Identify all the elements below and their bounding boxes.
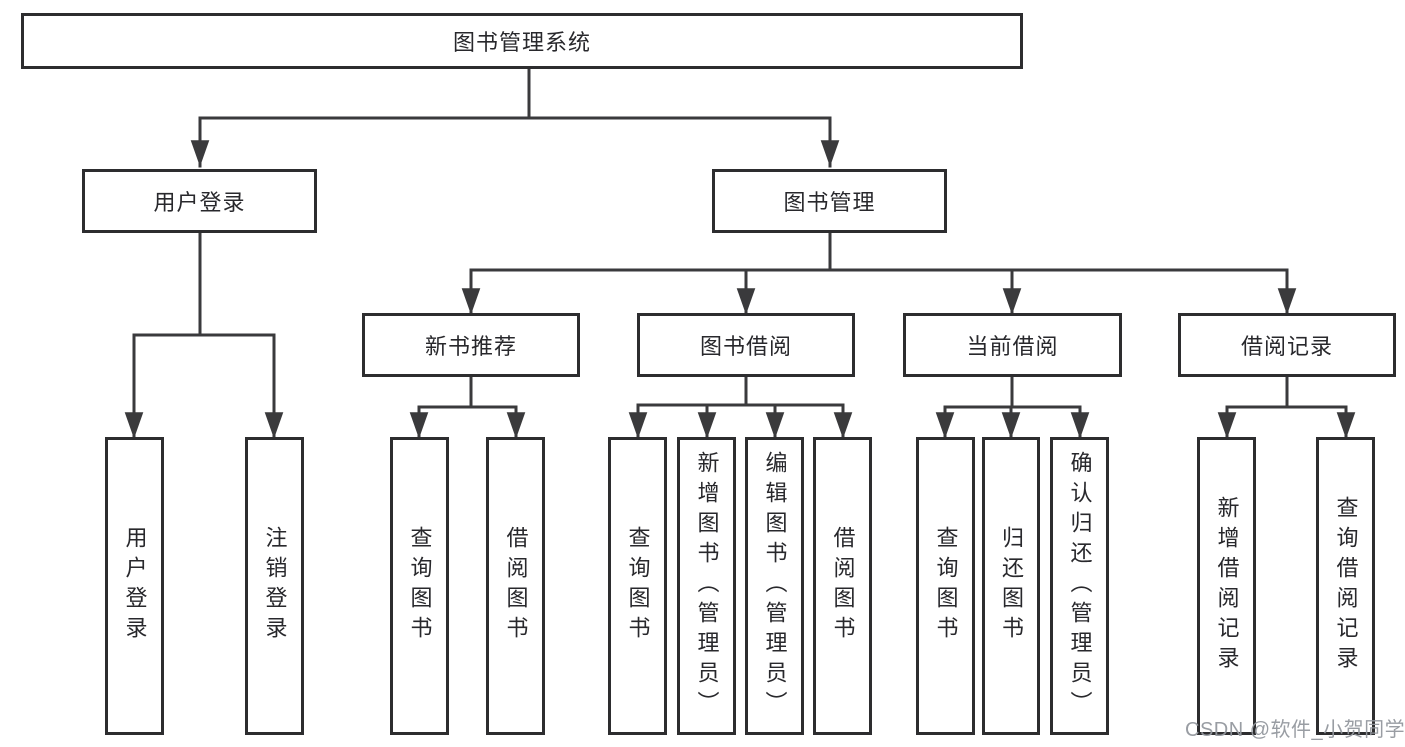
leaf-label: 确认归还（管理员） <box>1067 451 1093 721</box>
leaf-current-return: 归还图书 <box>982 437 1040 735</box>
branch-current-borrow <box>935 375 1090 440</box>
leaf-label: 新增图书（管理员） <box>694 451 720 721</box>
leaf-label: 新增借阅记录 <box>1214 496 1240 676</box>
leaf-newbook-query: 查询图书 <box>390 437 449 735</box>
leaf-borrow-add-admin: 新增图书（管理员） <box>677 437 736 735</box>
branch-root <box>190 67 840 168</box>
node-new-book-recommend: 新书推荐 <box>362 313 580 377</box>
leaf-borrow-query: 查询图书 <box>608 437 667 735</box>
branch-new-book <box>409 375 526 440</box>
leaf-newbook-borrow: 借阅图书 <box>486 437 545 735</box>
leaf-label: 归还图书 <box>999 526 1024 646</box>
branch-book-management <box>461 231 1297 316</box>
leaf-label: 借阅图书 <box>830 526 856 646</box>
leaf-label: 注销登录 <box>262 526 288 646</box>
leaf-record-query: 查询借阅记录 <box>1316 437 1375 735</box>
leaf-current-query: 查询图书 <box>916 437 975 735</box>
leaf-label: 用户登录 <box>122 526 148 646</box>
leaf-current-confirm-admin: 确认归还（管理员） <box>1050 437 1109 735</box>
node-root: 图书管理系统 <box>21 13 1023 69</box>
leaf-borrow-borrow: 借阅图书 <box>813 437 872 735</box>
leaf-label: 查询图书 <box>625 526 651 646</box>
csdn-watermark: CSDN @软件_小贺同学 <box>1185 719 1405 741</box>
node-book-management: 图书管理 <box>712 169 947 233</box>
branch-user-login <box>124 231 284 440</box>
leaf-record-add: 新增借阅记录 <box>1197 437 1256 735</box>
leaf-user-login: 用户登录 <box>105 437 164 735</box>
node-user-login: 用户登录 <box>82 169 317 233</box>
leaf-label: 借阅图书 <box>503 526 529 646</box>
leaf-borrow-edit-admin: 编辑图书（管理员） <box>745 437 804 735</box>
leaf-label: 查询图书 <box>933 526 959 646</box>
node-current-borrow: 当前借阅 <box>903 313 1122 377</box>
branch-book-borrow <box>628 375 853 440</box>
leaf-label: 查询借阅记录 <box>1333 496 1359 676</box>
leaf-label: 查询图书 <box>407 526 433 646</box>
node-book-borrow: 图书借阅 <box>637 313 855 377</box>
node-borrow-records: 借阅记录 <box>1178 313 1396 377</box>
leaf-label: 编辑图书（管理员） <box>762 451 788 721</box>
leaf-logout: 注销登录 <box>245 437 304 735</box>
branch-borrow-records <box>1217 375 1356 440</box>
